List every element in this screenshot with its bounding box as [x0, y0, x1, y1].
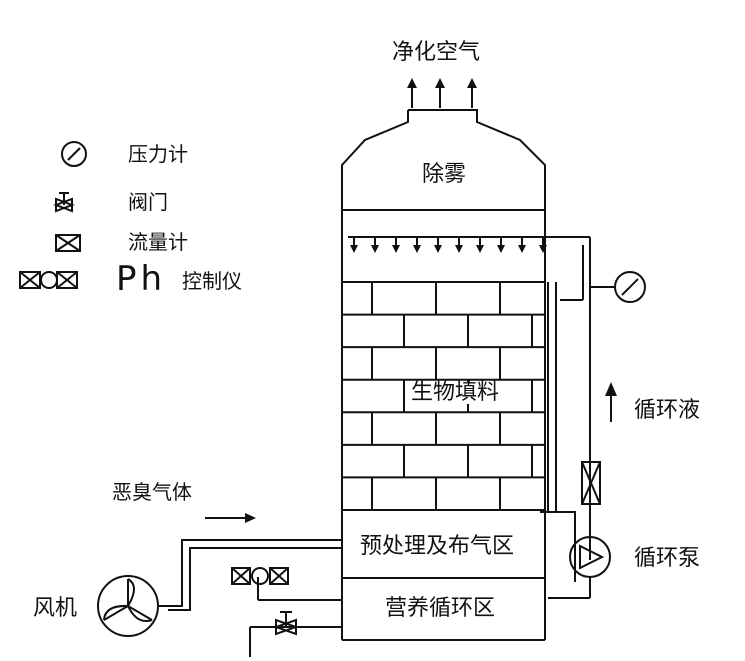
legend-flow-meter-icon: [55, 234, 81, 252]
legend-symbols: [19, 141, 87, 289]
spray-header: [348, 236, 591, 560]
legend-ph-icon-right: [56, 271, 78, 289]
nutrient-zone-label: 营养循环区: [385, 596, 496, 621]
legend-pressure-gauge-label: 压力计: [128, 142, 188, 166]
spray-nozzle-head: [455, 245, 463, 253]
bottom-ph-controller: [231, 567, 289, 585]
spray-nozzle-head: [434, 245, 442, 253]
legend-flow-meter-label: 流量计: [128, 230, 188, 254]
demist-zone-label: 除雾: [422, 162, 467, 187]
output-arrows: [411, 86, 473, 108]
right-flow-meter: [581, 461, 601, 505]
spray-nozzle-head: [371, 245, 379, 253]
spray-nozzles: [350, 237, 547, 253]
spray-nozzle-head: [518, 245, 526, 253]
bottom-piping: [249, 577, 342, 657]
legend-ph-controller-label: 控制仪: [182, 269, 242, 293]
legend-pressure-gauge-icon: [61, 141, 87, 167]
fan-label: 风机: [33, 596, 78, 621]
spray-nozzle-head: [539, 245, 547, 253]
circulating-liquid-label: 循环液: [634, 398, 701, 423]
circulating-pump-label: 循环泵: [634, 546, 701, 571]
top-output-label: 净化空气: [392, 40, 481, 65]
inlet-gas-label: 恶臭气体: [112, 480, 192, 504]
pretreat-zone-label: 预处理及布气区: [360, 534, 515, 559]
fan: [97, 539, 342, 637]
spray-nozzle-head: [392, 245, 400, 253]
legend-ph-prefix: Ph: [116, 259, 167, 299]
bottom-valve: [272, 611, 300, 636]
circulating-pump: [548, 536, 611, 599]
spray-nozzle-head: [350, 245, 358, 253]
right-pressure-gauge: [590, 271, 646, 303]
spray-nozzle-head: [476, 245, 484, 253]
legend-valve-label: 阀门: [128, 190, 168, 214]
return-line: [540, 282, 576, 582]
spray-nozzle-head: [497, 245, 505, 253]
legend-ph-icon-center: [40, 271, 58, 289]
packing-zone-label: 生物填料: [407, 382, 504, 404]
spray-nozzle-head: [413, 245, 421, 253]
